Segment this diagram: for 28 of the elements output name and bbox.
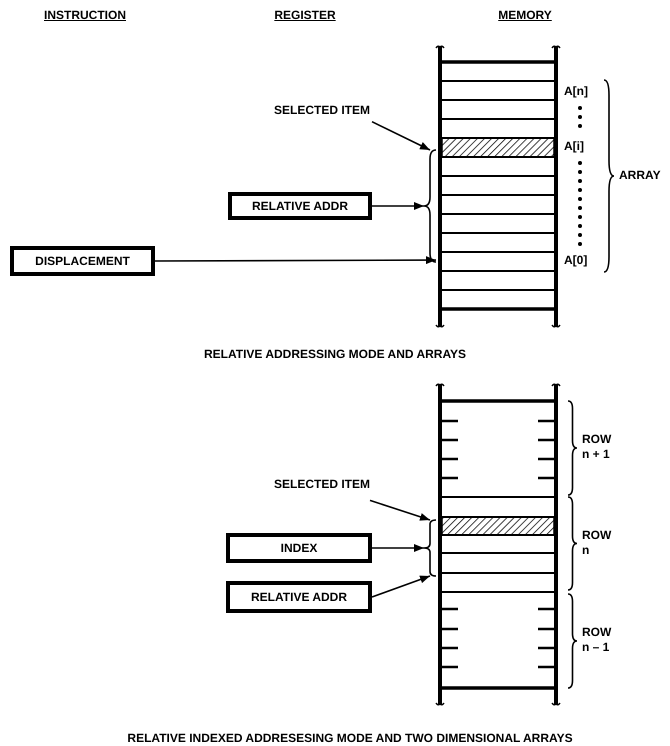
brace-label: ROW n <box>582 528 612 557</box>
diagram-caption: RELATIVE INDEXED ADDRESESING MODE AND TWO DIMENSIONAL ARRAYS <box>127 731 573 745</box>
column-heading: REGISTER <box>274 8 336 22</box>
brace-label: ROW n + 1 <box>582 432 612 461</box>
curly-brace <box>424 520 436 576</box>
arrow <box>372 120 430 151</box>
element-label: A[n] <box>564 84 588 98</box>
arrow <box>372 575 430 598</box>
brace-label: ARRAY <box>619 168 661 182</box>
memory-column-drawing <box>436 383 560 706</box>
memory-column-drawing <box>436 45 560 328</box>
element-label: A[i] <box>564 139 584 153</box>
arrow <box>370 500 430 521</box>
column-heading: INSTRUCTION <box>44 8 126 22</box>
register-box: INDEX <box>226 533 372 563</box>
arrow <box>155 256 436 264</box>
curly-brace <box>424 150 436 262</box>
brace-label: ROW n – 1 <box>582 625 612 654</box>
callout-text: SELECTED ITEM <box>270 103 370 137</box>
diagram-caption: RELATIVE ADDRESSING MODE AND ARRAYS <box>204 347 466 361</box>
callout-text: SELECTED ITEM <box>270 477 370 513</box>
column-heading: MEMORY <box>498 8 552 22</box>
arrow <box>372 544 424 552</box>
register-box: RELATIVE ADDR <box>226 581 372 613</box>
register-box: RELATIVE ADDR <box>228 192 372 220</box>
register-box: DISPLACEMENT <box>10 246 155 276</box>
arrow <box>372 202 424 210</box>
element-label: A[0] <box>564 253 588 267</box>
